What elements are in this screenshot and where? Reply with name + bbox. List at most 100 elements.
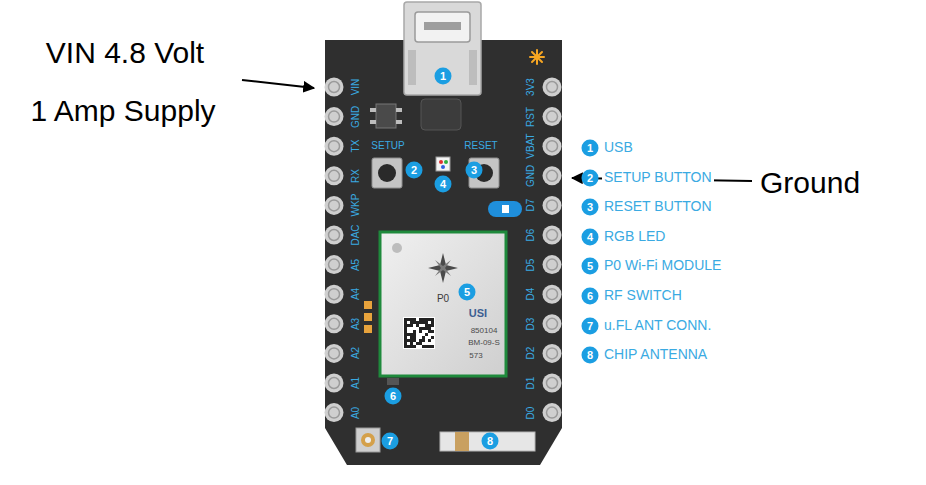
qr-cell <box>419 321 422 324</box>
pin-hole <box>325 285 344 304</box>
qr-cell <box>413 345 416 348</box>
pin-hole <box>325 166 344 185</box>
led-dot <box>439 160 443 164</box>
pin-hole <box>543 314 562 333</box>
qr-cell <box>404 327 407 330</box>
pin-holes <box>325 78 562 423</box>
qr-cell <box>419 339 422 342</box>
qr-cell <box>410 324 413 327</box>
pin-hole-ring <box>547 348 558 359</box>
capacitor <box>364 325 372 333</box>
callout-number: 4 <box>435 176 452 193</box>
capacitor <box>364 313 372 321</box>
button-label: SETUP <box>371 140 404 151</box>
inductor <box>421 99 461 130</box>
pin-label: A0 <box>351 406 361 418</box>
regulator-chip <box>376 104 396 128</box>
qr-cell <box>425 327 428 330</box>
qr-cell <box>431 318 434 321</box>
qr-cell <box>422 339 425 342</box>
annotation-text: 1 Amp Supply <box>30 94 215 127</box>
pin-hole-ring <box>329 170 340 181</box>
pin-hole <box>325 196 344 215</box>
pin-hole <box>543 78 562 97</box>
legend-text: RGB LED <box>602 229 667 244</box>
pin-hole <box>543 166 562 185</box>
qr-cell <box>407 318 410 321</box>
qr-cell <box>410 336 413 339</box>
pin-label: VBAT <box>526 133 536 158</box>
pin-hole-ring <box>547 82 558 93</box>
legend-number: 1 <box>582 140 599 157</box>
qr-cell <box>431 324 434 327</box>
pin-label: D5 <box>526 258 536 271</box>
pin-label: D7 <box>526 199 536 212</box>
pin-hole <box>325 107 344 126</box>
legend-text: USB <box>602 140 635 155</box>
pin-hole-ring <box>329 259 340 270</box>
module-mark <box>392 243 402 253</box>
qr-cell <box>404 342 407 345</box>
pin-hole-ring <box>547 111 558 122</box>
legend-number: 8 <box>582 347 599 364</box>
legend-text: RF SWITCH <box>602 288 684 303</box>
qr-cell <box>413 333 416 336</box>
d7-led-body <box>502 205 509 213</box>
pin-hole <box>543 107 562 126</box>
legend-text: CHIP ANTENNA <box>602 347 709 362</box>
pin-hole <box>543 344 562 363</box>
pin-label: GND <box>351 105 361 127</box>
qr-cell <box>416 324 419 327</box>
module-marking: 573 <box>469 352 482 361</box>
chip-pin <box>396 120 402 124</box>
pin-hole-ring <box>329 82 340 93</box>
qr-cell <box>428 330 431 333</box>
qr-cell <box>422 318 425 321</box>
qr-cell <box>404 336 407 339</box>
pin-hole-ring <box>547 141 558 152</box>
qr-cell <box>404 318 407 321</box>
pin-label: GND <box>526 165 536 187</box>
led-dot <box>444 160 448 164</box>
qr-cell <box>428 324 431 327</box>
qr-cell <box>425 345 428 348</box>
qr-code <box>403 317 435 349</box>
qr-cell <box>407 345 410 348</box>
qr-cell <box>404 333 407 336</box>
qr-cell <box>410 345 413 348</box>
callout-number: 3 <box>466 162 483 179</box>
usb-tab <box>408 50 416 85</box>
callout-number: 1 <box>435 68 452 85</box>
chip-antenna <box>440 432 535 451</box>
pin-hole-ring <box>329 378 340 389</box>
ufl-connector <box>356 428 380 452</box>
callout-number: 5 <box>459 284 476 301</box>
pin-hole-ring <box>547 230 558 241</box>
pin-hole-ring <box>547 200 558 211</box>
pin-hole <box>543 226 562 245</box>
qr-cell <box>404 330 407 333</box>
callout-number: 2 <box>406 162 423 179</box>
setup-button <box>372 158 402 188</box>
legend-number: 2 <box>582 169 599 186</box>
capacitor <box>364 301 372 309</box>
qr-cell <box>407 324 410 327</box>
qr-cell <box>419 330 422 333</box>
legend-text: P0 Wi-Fi MODULE <box>602 259 723 274</box>
pin-label: TX <box>351 140 361 153</box>
qr-cell <box>428 318 431 321</box>
pin-hole <box>325 137 344 156</box>
button-cap <box>378 164 396 182</box>
wifi-module <box>380 232 506 376</box>
usb-connector <box>404 2 481 95</box>
pin-hole-ring <box>547 407 558 418</box>
pin-label: RX <box>351 169 361 183</box>
module-marking: P0 <box>437 293 449 304</box>
qr-cell <box>413 321 416 324</box>
qr-cell <box>419 342 422 345</box>
pin-hole <box>325 403 344 422</box>
qr-cell <box>419 327 422 330</box>
pin-hole-ring <box>329 407 340 418</box>
module-marking: 850104 <box>471 327 498 336</box>
ufl-ring <box>361 433 375 447</box>
